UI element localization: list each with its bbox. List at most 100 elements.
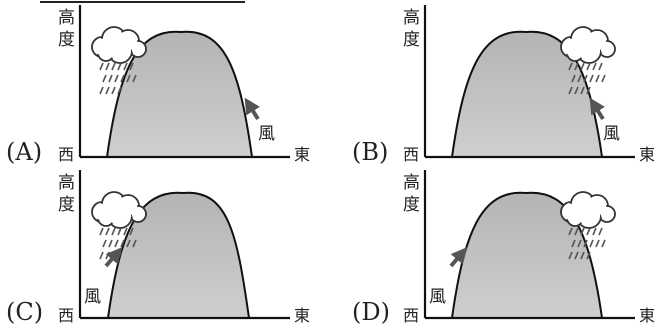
rain-drop bbox=[598, 227, 603, 236]
rain-drop bbox=[129, 62, 134, 71]
rain-drop bbox=[114, 74, 119, 83]
panel-d: 高度西 東 (D) 風 bbox=[352, 170, 655, 326]
cloud-fill bbox=[99, 46, 113, 60]
wind-arrow-icon bbox=[589, 97, 605, 121]
rain-drop bbox=[126, 239, 131, 248]
east-label: 東 bbox=[639, 306, 655, 325]
rain-drop bbox=[598, 62, 603, 71]
rain-drop bbox=[568, 251, 573, 260]
rain-drop bbox=[574, 251, 579, 260]
y-axis-label-2: 度 bbox=[403, 195, 420, 215]
rain-drop bbox=[580, 86, 585, 95]
rain-drop bbox=[105, 62, 110, 71]
rain-drop bbox=[102, 74, 107, 83]
rain-drop bbox=[586, 227, 591, 236]
rain-drop bbox=[117, 62, 122, 71]
rain-drop bbox=[111, 62, 116, 71]
y-axis-label-2: 度 bbox=[58, 30, 75, 50]
rain-drop bbox=[580, 227, 585, 236]
y-axis-label-2: 度 bbox=[58, 195, 75, 215]
wind-arrow bbox=[104, 247, 123, 268]
rain-drop bbox=[571, 239, 576, 248]
rain-drop bbox=[589, 74, 594, 83]
rain-drop bbox=[99, 251, 104, 260]
wind-arrow-icon bbox=[104, 247, 123, 268]
rain-drop bbox=[129, 227, 134, 236]
west-label: 西 bbox=[58, 145, 74, 164]
mountain bbox=[106, 191, 251, 319]
rain-drop bbox=[586, 86, 591, 95]
rain-drop bbox=[117, 227, 122, 236]
east-label: 東 bbox=[639, 145, 655, 164]
rain-drop bbox=[108, 239, 113, 248]
panels-root: 高度西東(A)風高度西東(B)風高度西東(C)風高度西東(D)風 bbox=[6, 5, 655, 326]
rain-cloud-icon bbox=[560, 191, 616, 260]
rain-drop bbox=[568, 62, 573, 71]
rain-drop bbox=[105, 86, 110, 95]
rain-drop bbox=[574, 86, 579, 95]
wind-label: 風 bbox=[258, 124, 275, 144]
rain-cloud-icon bbox=[91, 26, 147, 95]
panel-c: 高度西東(C)風 bbox=[6, 170, 310, 326]
cloud-fill bbox=[600, 42, 614, 56]
rain-drop bbox=[595, 74, 600, 83]
cloud-fill bbox=[600, 207, 614, 221]
wind-label: 風 bbox=[84, 287, 101, 307]
rain-drop bbox=[568, 227, 573, 236]
rain-drop bbox=[123, 227, 128, 236]
rain-drop bbox=[120, 239, 125, 248]
panel-a: 高度西東(A)風 bbox=[6, 5, 310, 166]
rain-drop bbox=[120, 74, 125, 83]
rain-drop bbox=[589, 239, 594, 248]
y-axis-label-1: 高 bbox=[403, 8, 420, 28]
rain-drop bbox=[132, 74, 137, 83]
y-axis-label-1: 高 bbox=[403, 173, 420, 193]
rain-drop bbox=[99, 86, 104, 95]
cloud-fill bbox=[578, 40, 600, 62]
wind-arrow bbox=[589, 97, 605, 121]
rain-drop bbox=[577, 239, 582, 248]
wind-label: 風 bbox=[603, 124, 620, 144]
rain-drop bbox=[574, 227, 579, 236]
y-axis-label-1: 高 bbox=[58, 8, 75, 28]
cloud-fill bbox=[568, 46, 582, 60]
rain-drop bbox=[105, 227, 110, 236]
east-label: 東 bbox=[294, 306, 310, 325]
west-label: 西 bbox=[403, 145, 419, 164]
panel-label: (A) bbox=[6, 138, 42, 166]
rain-drop bbox=[111, 227, 116, 236]
rain-drop bbox=[574, 62, 579, 71]
cloud-fill bbox=[131, 42, 145, 56]
cloud-fill bbox=[131, 207, 145, 221]
panel-label: (D) bbox=[352, 298, 390, 326]
rain-drop bbox=[595, 239, 600, 248]
rain-cloud-icon bbox=[91, 191, 147, 260]
west-label: 西 bbox=[58, 306, 74, 325]
west-label: 西 bbox=[403, 306, 419, 325]
rain-drop bbox=[577, 74, 582, 83]
rain-drop bbox=[592, 62, 597, 71]
panel-label: (C) bbox=[6, 298, 43, 326]
rain-drop bbox=[586, 251, 591, 260]
rain-drop bbox=[102, 239, 107, 248]
wind-label: 風 bbox=[429, 287, 446, 307]
rain-drop bbox=[580, 62, 585, 71]
rain-drop bbox=[123, 62, 128, 71]
wind-arrow-icon bbox=[244, 97, 260, 121]
rain-drop bbox=[568, 86, 573, 95]
cloud-fill bbox=[568, 211, 582, 225]
rain-drop bbox=[580, 251, 585, 260]
y-axis-label-2: 度 bbox=[403, 30, 420, 50]
rain-drop bbox=[108, 74, 113, 83]
rain-cloud-icon bbox=[560, 26, 616, 95]
rain-drop bbox=[114, 239, 119, 248]
rain-drop bbox=[99, 227, 104, 236]
rain-drop bbox=[132, 239, 137, 248]
rain-drop bbox=[601, 239, 606, 248]
rain-drop bbox=[583, 239, 588, 248]
rain-drop bbox=[105, 251, 110, 260]
cloud-fill bbox=[578, 205, 600, 227]
rain-drop bbox=[586, 62, 591, 71]
wind-arrow bbox=[449, 247, 468, 268]
